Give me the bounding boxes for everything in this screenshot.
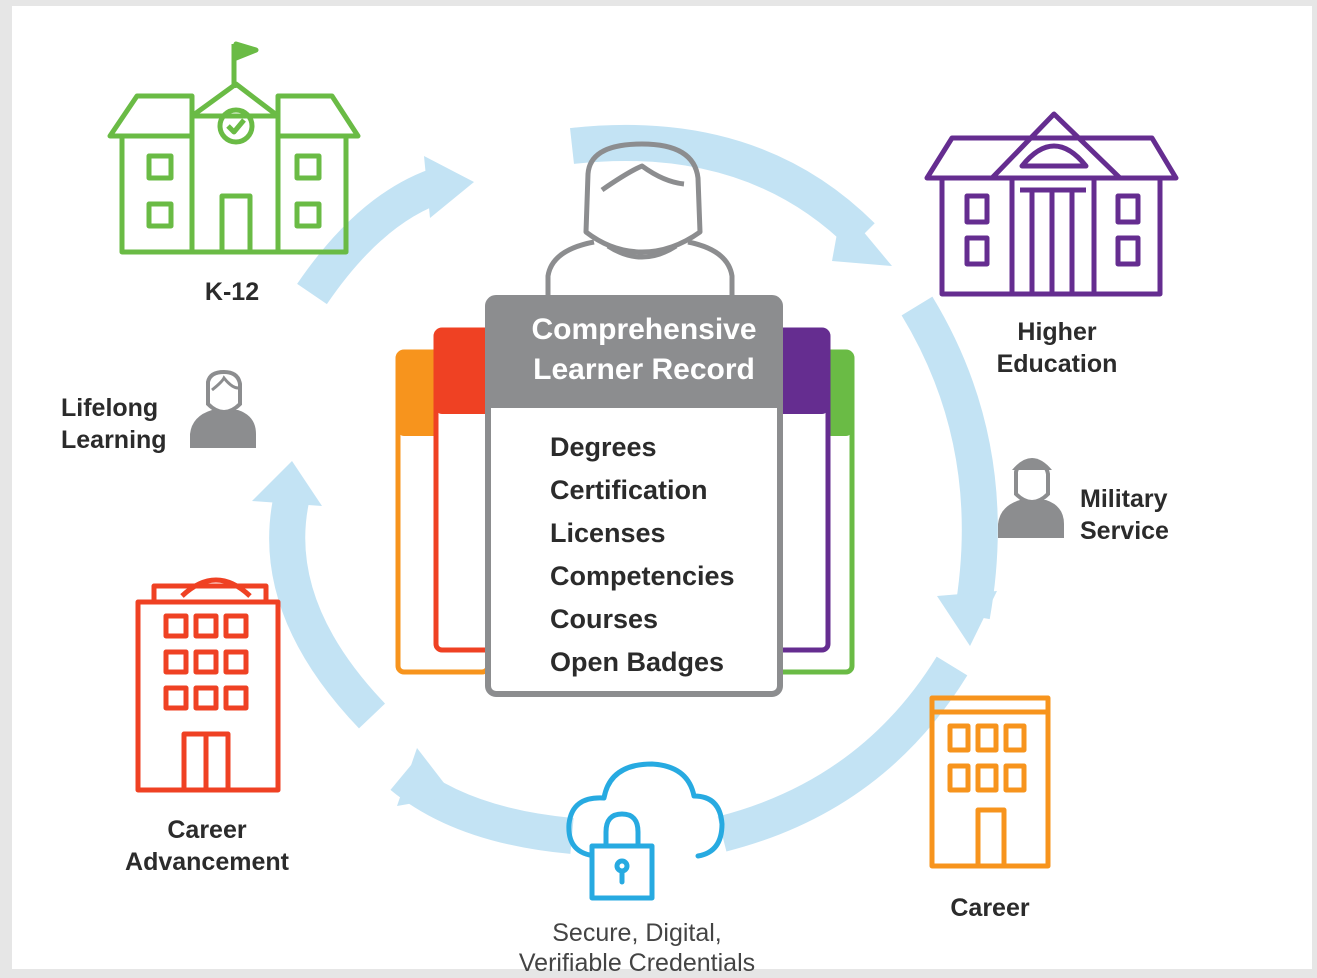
military-service-label: Military Service [1080, 483, 1169, 547]
career-label: Career [950, 894, 1030, 922]
secure-credentials-line2: Verifiable Credentials [518, 949, 756, 977]
arrow-top-to-higher-ed [570, 124, 875, 249]
central-person-icon [545, 141, 735, 302]
military-service-line1: Military [1080, 485, 1168, 513]
higher-education-line2: Education [996, 350, 1118, 378]
lifelong-learning-label: Lifelong Learning [61, 392, 167, 456]
career-advancement-line2: Advancement [125, 848, 289, 876]
record-title-line1: Comprehensive [531, 313, 757, 346]
arrow-higher-ed-to-career [901, 296, 998, 620]
arrowhead-3 [937, 591, 997, 646]
higher-education-label: Higher Education [992, 316, 1122, 380]
career-advancement-line1: Career [167, 816, 247, 844]
arrowhead-5 [252, 461, 322, 506]
lifelong-learner-icon [190, 369, 256, 448]
k12-school-icon [107, 41, 361, 255]
career-advancement-label: Career Advancement [112, 814, 302, 878]
secure-credentials-label: Secure, Digital, Verifiable Credentials [472, 918, 802, 978]
arrowhead-1 [424, 156, 474, 218]
higher-education-line1: Higher [1017, 318, 1097, 346]
record-item: Certification [550, 475, 708, 505]
k12-label: K-12 [204, 278, 260, 306]
arrow-advancement-to-lifelong [269, 492, 386, 729]
career-advancement-building-icon [135, 577, 281, 793]
diagram-canvas: K-12 Higher Education Military Service C… [12, 6, 1312, 977]
record-item: Competencies [550, 561, 735, 591]
lifelong-learning-line2: Learning [61, 426, 167, 454]
arrowhead-2 [832, 206, 892, 266]
record-item: Licenses [550, 518, 666, 548]
military-service-line2: Service [1080, 517, 1169, 545]
record-item: Courses [550, 604, 659, 634]
arrow-k12-to-top [297, 166, 448, 305]
record-title: Comprehensive Learner Record [498, 310, 790, 390]
learner-record-card [485, 295, 783, 697]
record-items-list: Degrees Certification Licenses Competenc… [550, 426, 735, 684]
cycle-arrowheads [252, 156, 997, 806]
record-item: Degrees [550, 432, 657, 462]
arrowhead-4 [397, 748, 454, 806]
record-item: Open Badges [550, 647, 725, 677]
diagram-graphics [107, 41, 1179, 901]
lifelong-learning-line1: Lifelong [61, 394, 159, 422]
secure-credentials-line1: Secure, Digital, [552, 919, 722, 947]
career-building-icon [929, 695, 1051, 869]
military-person-icon [998, 458, 1064, 538]
cloud-lock-icon [566, 761, 725, 901]
university-icon [924, 111, 1179, 297]
record-title-line2: Learner Record [533, 353, 755, 386]
